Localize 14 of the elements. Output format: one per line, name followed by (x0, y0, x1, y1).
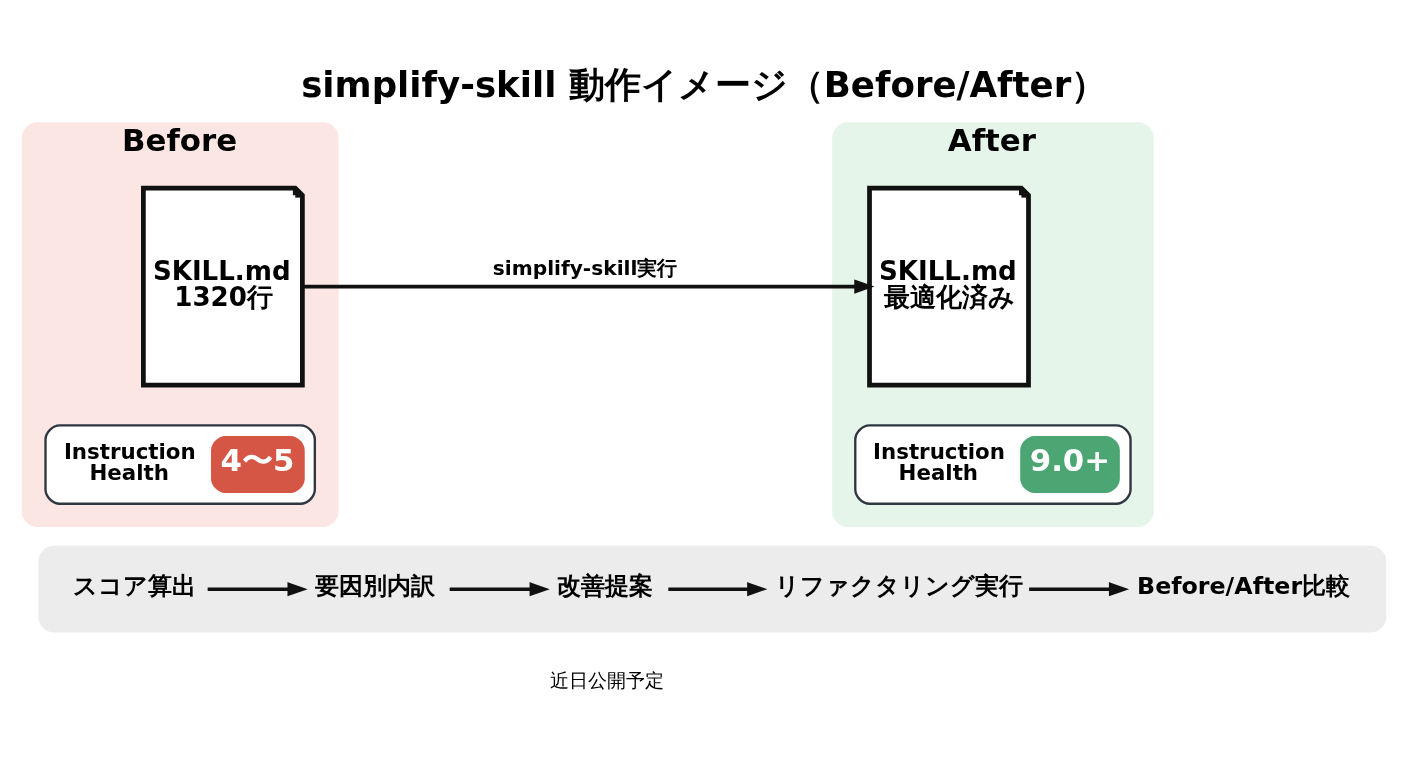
node-text: 改善提案 (557, 571, 654, 600)
edge-label: simplify-skill実行 (492, 255, 678, 280)
arrow (302, 279, 875, 294)
node-text: リファクタリング実行 (775, 571, 1024, 600)
arrow (449, 581, 550, 596)
arrow (1029, 581, 1130, 596)
diagram-title: simplify-skill 動作イメージ（Before/After） (301, 63, 1108, 105)
arrow (668, 581, 768, 596)
node-text: 要因別内訳 (315, 571, 436, 600)
label: 近日公開予定 (549, 668, 664, 691)
cluster (38, 545, 1387, 632)
arrow (207, 581, 308, 596)
node-text: スコア算出 (73, 571, 197, 600)
node-text: Before/After比較 (1137, 571, 1351, 600)
